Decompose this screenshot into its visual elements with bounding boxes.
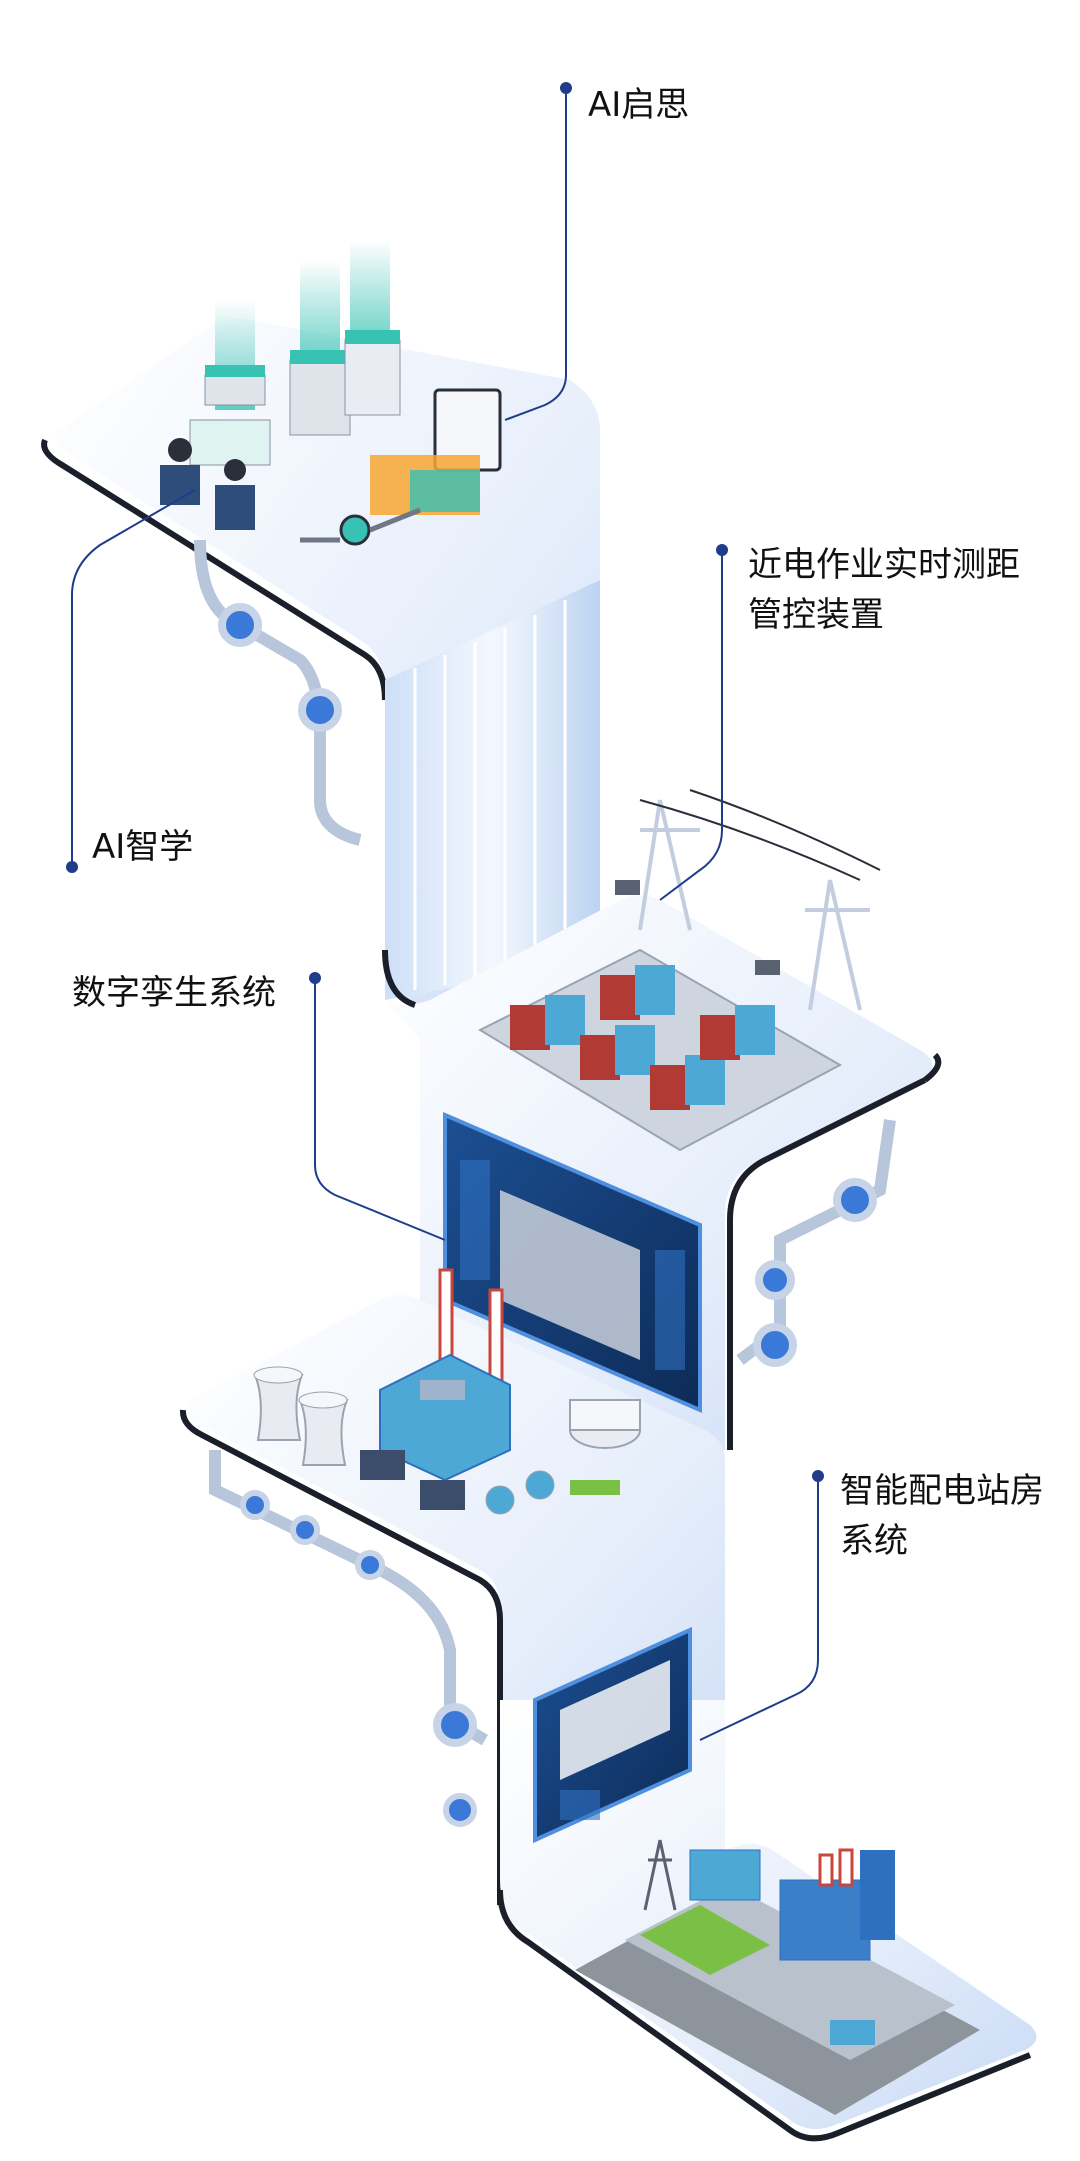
server-icon [289, 350, 351, 436]
gear-icon [290, 1515, 320, 1545]
city-block [575, 1839, 980, 2115]
substation-area [477, 789, 881, 1152]
cooling-tower-icon [253, 1366, 349, 1466]
gear-icon [833, 1178, 877, 1222]
ai-server-cluster [160, 240, 502, 546]
label-ai-zhixue-text: AI智学 [92, 827, 194, 867]
server-icon [204, 365, 266, 406]
transformer-icon [510, 965, 775, 1110]
gear-icon [433, 1703, 477, 1747]
callout-ai-zhixue [71, 489, 196, 865]
label-digital-twin-text: 数字孪生系统 [72, 973, 276, 1013]
gear-icon [355, 1550, 385, 1580]
gear-icon [755, 1260, 795, 1300]
label-near-electric-device: 近电作业实时测距 管控装置 [748, 540, 1020, 640]
label-smart-station-line1: 智能配电站房 [840, 1471, 1044, 1511]
power-plant-area [253, 1268, 641, 1515]
callout-lines [66, 82, 824, 1741]
label-smart-station: 智能配电站房 系统 [840, 1466, 1044, 1566]
callout-ai-qisi [504, 90, 567, 421]
workstation [160, 419, 271, 530]
server-icon [344, 330, 401, 416]
callout-smart-station [699, 1478, 819, 1741]
callout-near-electric [659, 552, 723, 901]
label-smart-station-line2: 系统 [840, 1521, 908, 1561]
pipeline-lower [209, 1450, 488, 1827]
label-near-electric-line1: 近电作业实时测距 [748, 545, 1020, 585]
callout-digital-twin [314, 980, 446, 1241]
smart-station-screen [533, 1626, 692, 1844]
gear-icon [218, 603, 262, 647]
camera-icon [615, 880, 780, 975]
label-ai-zhixue: AI智学 [92, 822, 193, 872]
transmission-tower-icon [638, 799, 870, 1011]
transmission-tower-icon [643, 1839, 677, 1911]
gear-icon [443, 1793, 477, 1827]
pillar-stripes [385, 580, 600, 1000]
pipeline-left [194, 539, 362, 846]
label-near-electric-line2: 管控装置 [748, 595, 884, 635]
gear-icon [298, 688, 342, 732]
factory-icon [689, 1848, 895, 1961]
label-ai-qisi: AI启思 [588, 80, 689, 130]
gear-icon [240, 1490, 270, 1520]
factory-icon [360, 1268, 641, 1515]
digital-twin-screen [443, 1111, 702, 1414]
label-digital-twin: 数字孪生系统 [72, 968, 276, 1018]
label-ai-qisi-text: AI启思 [588, 85, 690, 125]
gear-icon [753, 1323, 797, 1367]
pipeline-right [736, 1119, 896, 1367]
